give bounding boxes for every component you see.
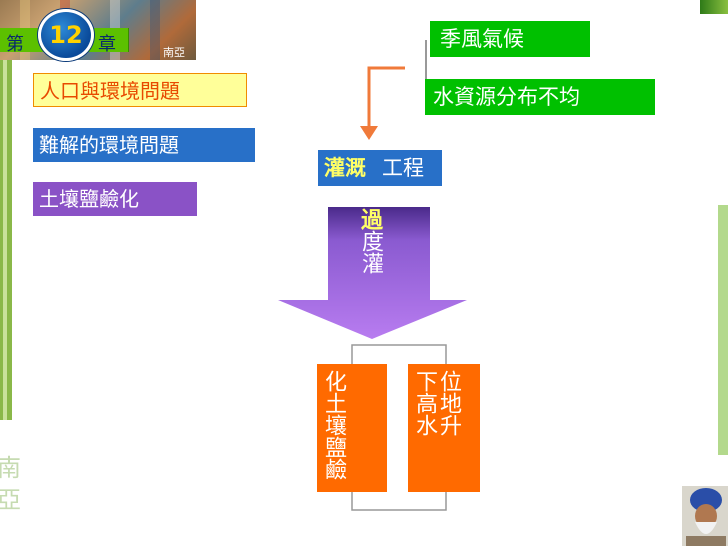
topic-soil-salinization[interactable]: 土壤鹽鹼化: [33, 182, 197, 216]
over-irrigation-label: 過度灌: [357, 208, 383, 274]
bent-arrow-icon: [360, 66, 405, 140]
monsoon-climate-box: 季風氣候: [430, 21, 590, 57]
left-decorative-strip-highlight: [3, 60, 7, 420]
irrigation-project-box: 灌溉 工程: [318, 150, 442, 186]
chapter-suffix: 章: [98, 34, 116, 55]
chapter-number-badge: 12: [38, 9, 94, 61]
soil-salinization-result: 化土壤鹽鹼: [317, 364, 387, 492]
over-irrigation-rest: 度灌: [358, 230, 383, 274]
irrigation-rest: 工程: [382, 156, 424, 180]
topic-population-environment[interactable]: 人口與環境問題: [33, 73, 247, 107]
result-bracket: [351, 344, 447, 511]
irrigation-highlight: 灌溉: [324, 155, 366, 180]
right-decorative-strip: [718, 205, 728, 455]
water-table-rise-text: 位地升下高水: [412, 370, 461, 436]
portrait-photo: [682, 486, 728, 546]
chapter-prefix: 第: [6, 34, 24, 55]
banner-caption: 南亞: [163, 46, 185, 59]
connector-line: [425, 40, 427, 80]
down-arrow-icon: [278, 207, 467, 339]
water-table-rise-result: 位地升下高水: [408, 364, 480, 492]
soil-salinization-text: 化土壤鹽鹼: [321, 370, 346, 480]
corner-decoration: [700, 0, 728, 14]
topic-difficult-issues[interactable]: 難解的環境問題: [33, 128, 255, 162]
over-irrigation-highlight: 過: [357, 208, 383, 230]
watermark-char-1: 南: [0, 454, 21, 482]
watermark-char-2: 亞: [0, 486, 21, 514]
uneven-water-box: 水資源分布不均: [425, 79, 655, 115]
